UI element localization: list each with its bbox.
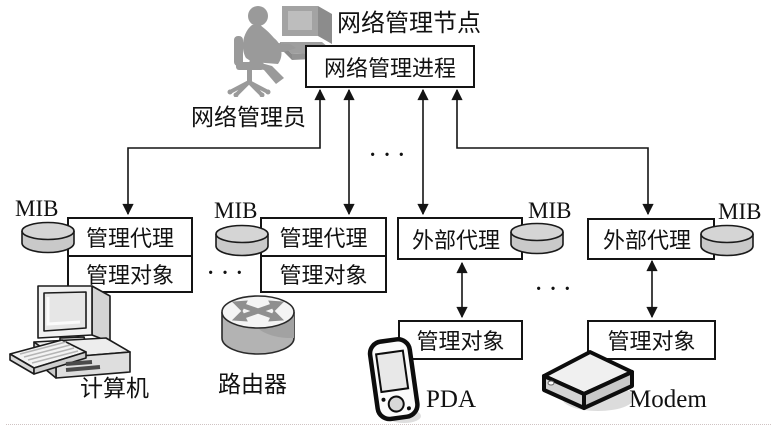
mib1-label: MIB — [15, 196, 59, 221]
modem-icon — [542, 350, 634, 411]
pda-icon — [367, 337, 421, 423]
modem-device-label: Modem — [629, 386, 707, 413]
page-bottom-divider — [6, 424, 771, 425]
router-arrows-glyph — [231, 300, 285, 322]
mib2-label: MIB — [214, 198, 258, 223]
external-agent2-label: 外部代理 — [602, 228, 691, 253]
agent2-box: 管理代理 — [260, 217, 387, 257]
ellipsis-top: ··· — [368, 140, 411, 171]
router-device-label: 路由器 — [218, 372, 287, 397]
object3-label: 管理对象 — [416, 329, 505, 354]
desktop-computer-icon — [9, 285, 131, 379]
management-process-label: 网络管理进程 — [323, 55, 456, 81]
ellipsis-between-objects: ··· — [534, 274, 577, 305]
mib4-database-icon — [700, 224, 754, 257]
management-node-label: 网络管理节点 — [337, 11, 481, 37]
external-agent1-label: 外部代理 — [411, 227, 500, 253]
router-icon — [221, 295, 295, 355]
mib3-database-icon — [510, 222, 564, 255]
external-agent1-box: 外部代理 — [397, 217, 523, 260]
mib3-label: MIB — [528, 198, 572, 223]
link-process-external-agent2-arrow — [451, 88, 654, 216]
mib1-database-icon — [21, 221, 75, 254]
object2-label: 管理对象 — [279, 263, 368, 288]
ellipsis-between-agents: ··· — [206, 258, 249, 289]
management-process-box: 网络管理进程 — [305, 45, 475, 88]
object4-box: 管理对象 — [587, 320, 716, 360]
agent1-box: 管理代理 — [67, 217, 193, 257]
mib4-label: MIB — [718, 199, 762, 224]
administrator-label: 网络管理员 — [191, 105, 306, 130]
pda-device-label: PDA — [426, 386, 477, 413]
object1-label: 管理对象 — [85, 263, 174, 288]
agent2-label: 管理代理 — [279, 226, 368, 251]
object3-box: 管理对象 — [398, 320, 523, 360]
external-agent2-box: 外部代理 — [587, 218, 715, 260]
mib2-database-icon — [215, 224, 269, 257]
agent1-label: 管理代理 — [85, 226, 174, 251]
object4-label: 管理对象 — [607, 329, 696, 354]
object2-box: 管理对象 — [260, 255, 387, 293]
computer-device-label: 计算机 — [80, 376, 149, 401]
